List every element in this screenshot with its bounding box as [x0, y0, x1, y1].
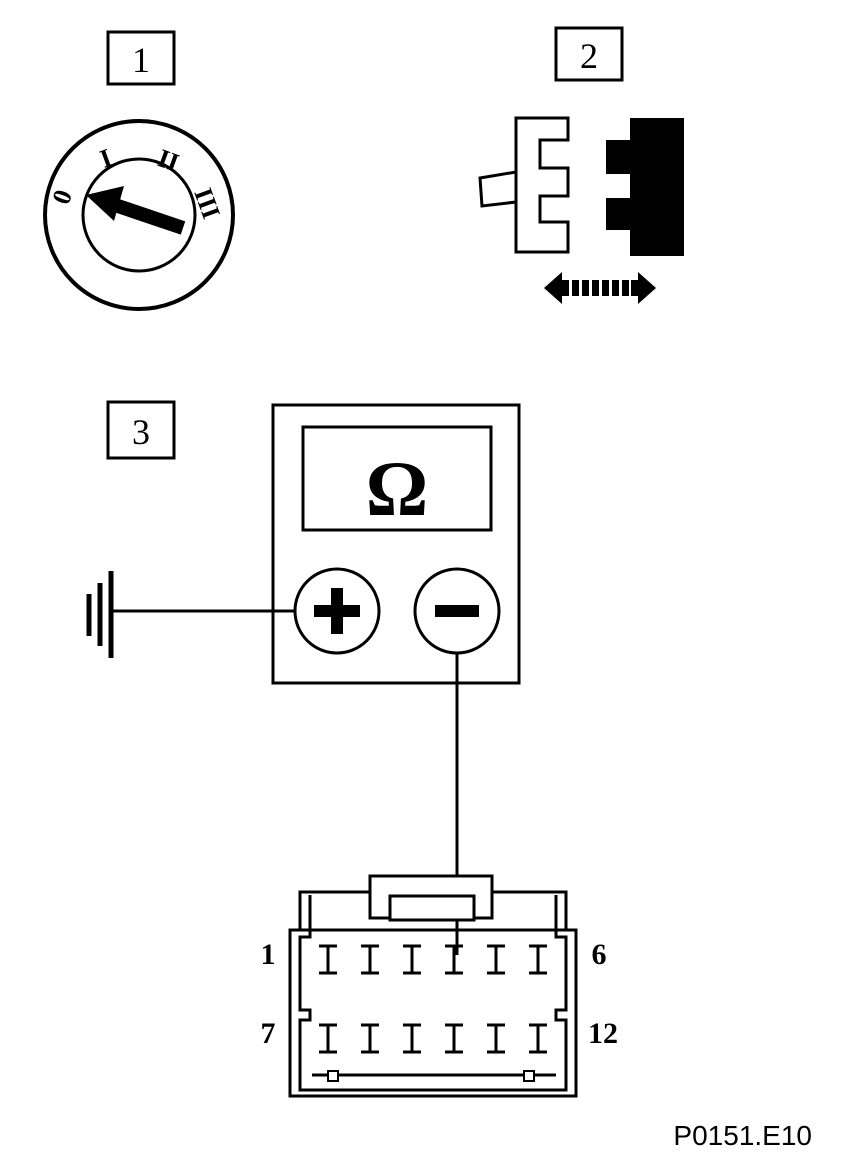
minus-terminal — [413, 567, 501, 655]
pin-label-6: 6 — [592, 938, 607, 971]
step-3-label: 3 — [132, 412, 150, 452]
step-2-panel: 2 — [478, 26, 684, 304]
ohm-symbol: Ω — [366, 445, 428, 532]
connector-12-pin: 1 6 7 12 — [261, 874, 618, 1098]
ground-icon — [86, 571, 114, 658]
pin-label-1: 1 — [261, 938, 276, 971]
connector-disconnect-icon — [478, 116, 684, 304]
ohmmeter: Ω — [271, 403, 521, 685]
step-1-panel: 1 0 I II III — [43, 30, 235, 311]
step-3-panel: 3 Ω — [86, 400, 618, 1098]
pin-label-7: 7 — [261, 1017, 276, 1050]
ignition-switch-icon: 0 I II III — [43, 119, 235, 311]
step-1-label: 1 — [132, 40, 150, 80]
pin-label-12: 12 — [588, 1017, 618, 1050]
plus-terminal — [293, 567, 381, 655]
figure-code: P0151.E10 — [673, 1120, 812, 1151]
pin-row-bottom — [319, 1023, 547, 1054]
step-2-label: 2 — [580, 36, 598, 76]
pin-row-top — [319, 944, 547, 975]
